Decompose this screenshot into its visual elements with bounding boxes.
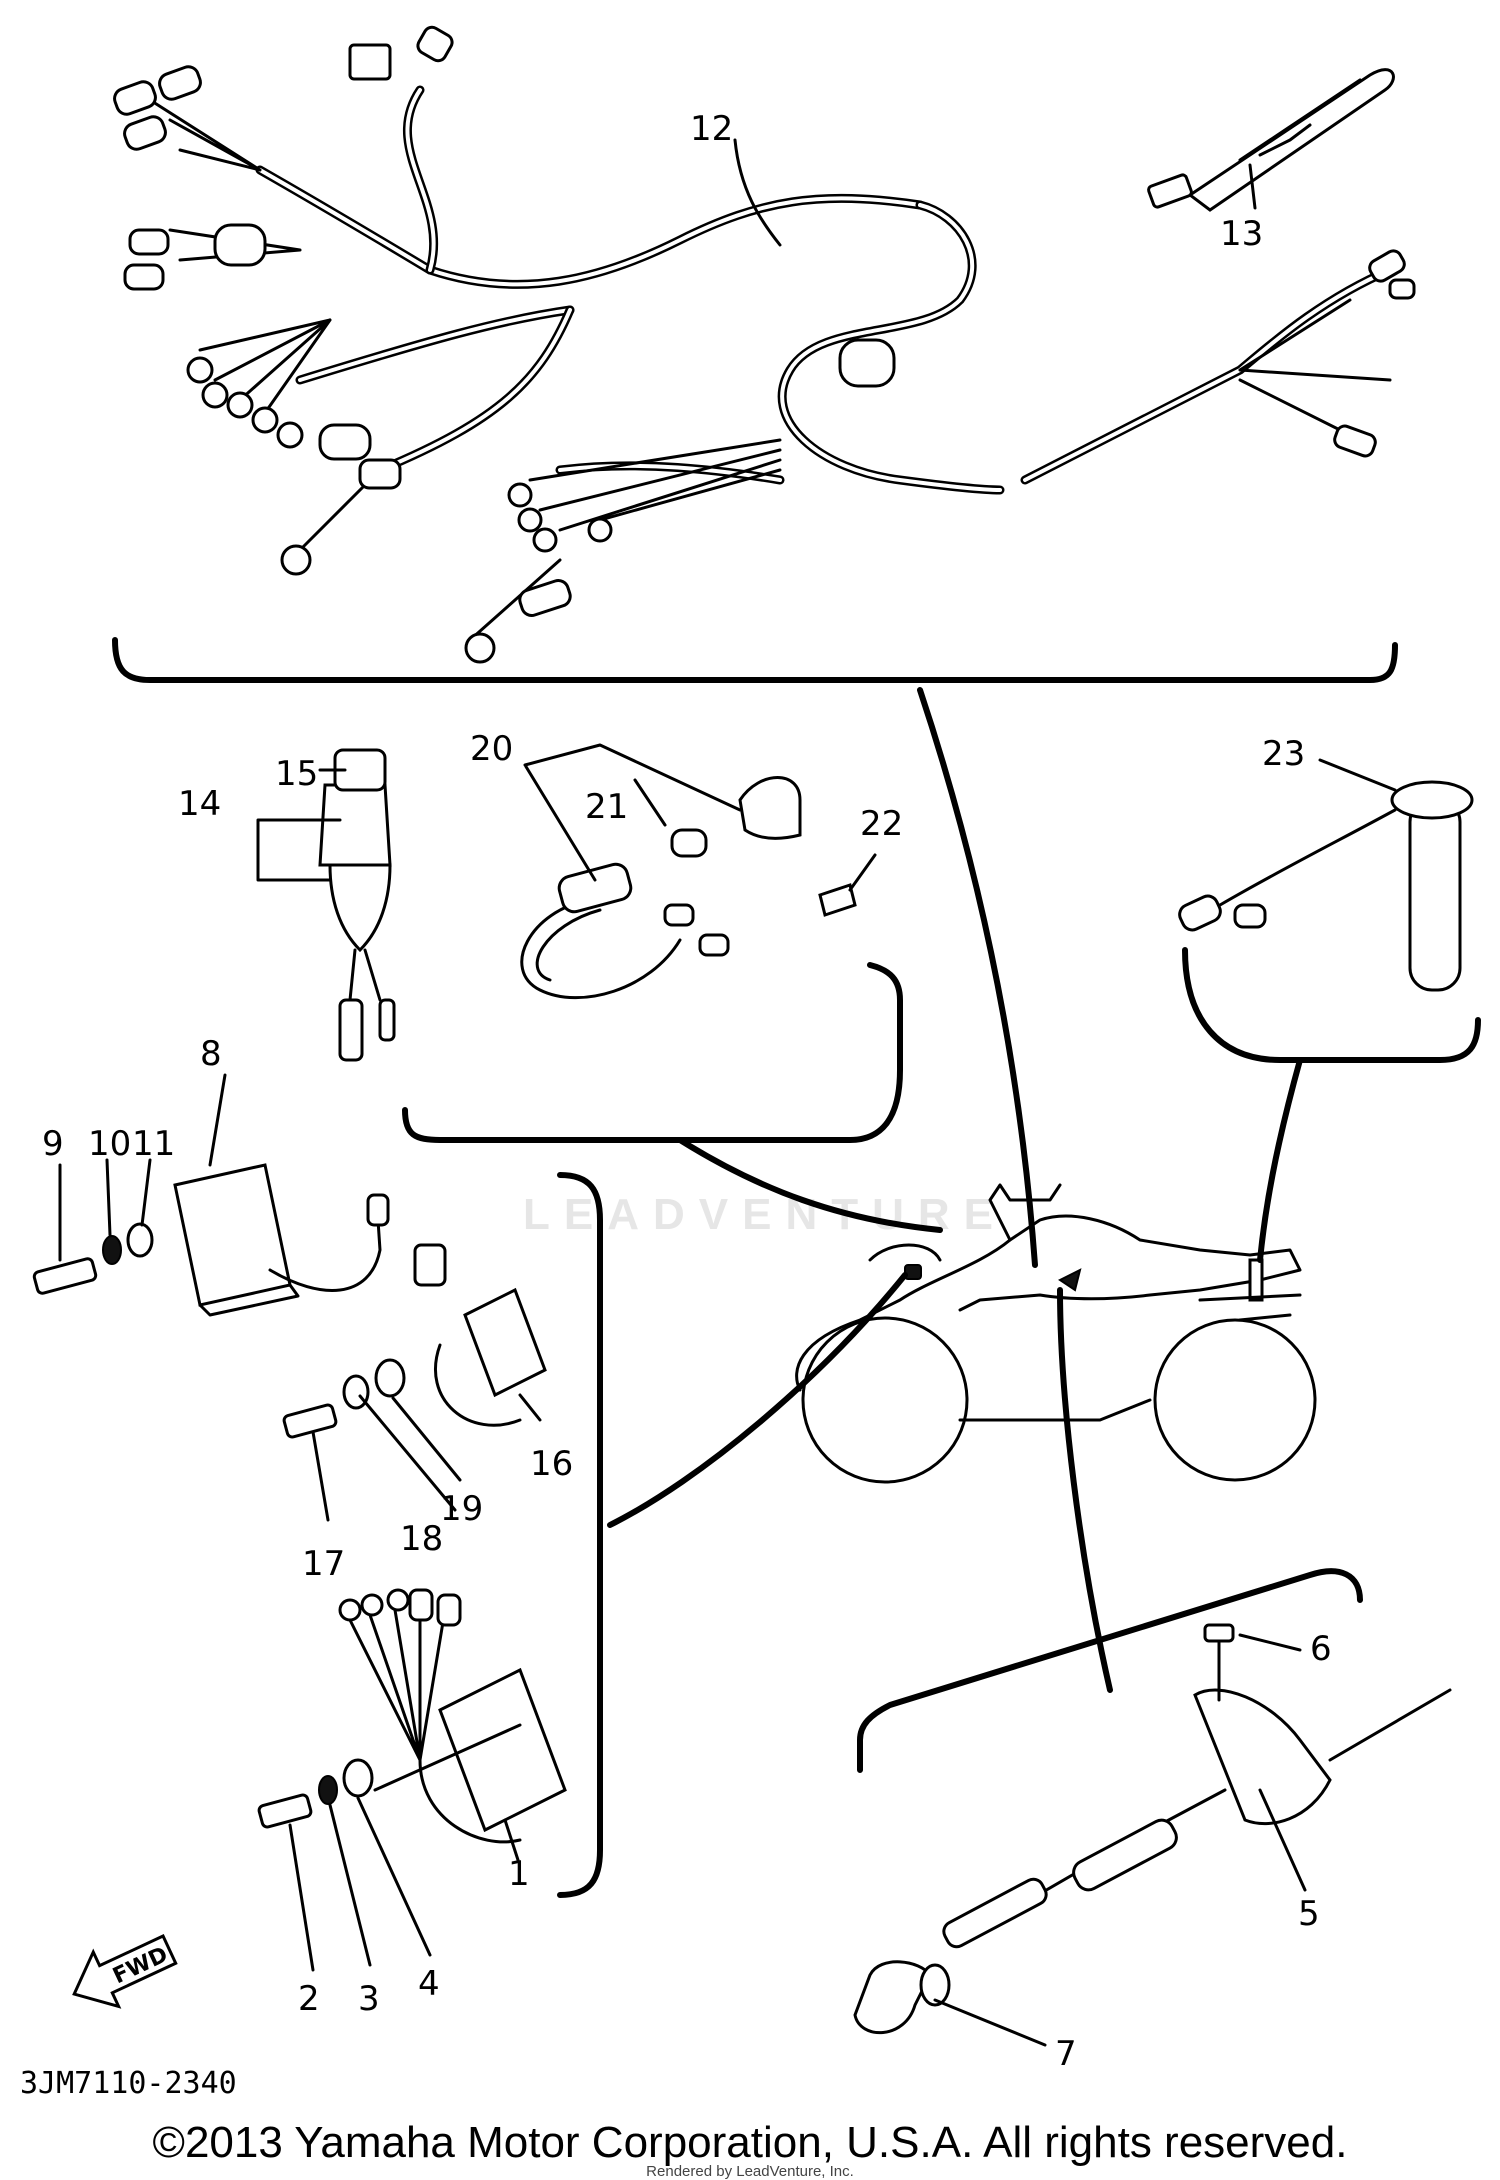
callout-labels: 1 2 3 4 5 6 7 8 9 10 11 12 13 14 15 16 1… [42,109,1332,2074]
callout-14: 14 [178,784,221,824]
callout-17: 17 [302,1544,345,1584]
harness-group-bracket [112,637,1398,683]
cable-band [1147,68,1395,212]
callout-1: 1 [508,1854,530,1894]
cdi-unit [257,1588,567,1844]
callout-3: 3 [358,1979,380,2019]
callout-5: 5 [1298,1894,1320,1934]
callout-11: 11 [132,1124,175,1164]
ignition-coil [282,1243,547,1439]
location-lines [607,687,1303,1693]
callout-8: 8 [200,1034,222,1074]
callout-13: 13 [1220,214,1263,254]
main-switch [318,748,396,1062]
callout-18: 18 [400,1519,443,1559]
callout-23: 23 [1262,734,1305,774]
callout-4: 4 [418,1964,440,2004]
callout-19: 19 [440,1489,483,1529]
wire-harness [113,25,1416,664]
spark-plug-assembly [853,1623,1452,2035]
rendered-by-notice: Rendered by LeadVenture, Inc. [646,2163,854,2180]
callout-21: 21 [585,787,628,827]
callout-22: 22 [860,804,903,844]
callout-7: 7 [1055,2034,1077,2074]
callout-20: 20 [470,729,513,769]
vehicle-silhouette [795,1183,1317,1484]
starter-group-bracket [1182,947,1481,1063]
callout-10: 10 [88,1124,131,1164]
switch-group-bracket [402,962,903,1143]
callout-15: 15 [275,754,318,794]
callout-12: 12 [690,109,733,149]
callout-16: 16 [530,1444,573,1484]
neutral-switch-set [520,776,857,1000]
callout-leaders [58,138,1397,2047]
copyright-notice: ©2013 Yamaha Motor Corporation, U.S.A. A… [152,2118,1348,2167]
starter-switch [1178,780,1474,992]
callout-9: 9 [42,1124,64,1164]
diagram-code: 3JM7110-2340 [20,2066,237,2101]
callout-2: 2 [298,1979,320,2019]
fwd-arrow: FWD [72,1934,178,2009]
rectifier [32,1163,390,1317]
electrical-group-bracket [557,1172,603,1898]
callout-6: 6 [1310,1629,1332,1669]
